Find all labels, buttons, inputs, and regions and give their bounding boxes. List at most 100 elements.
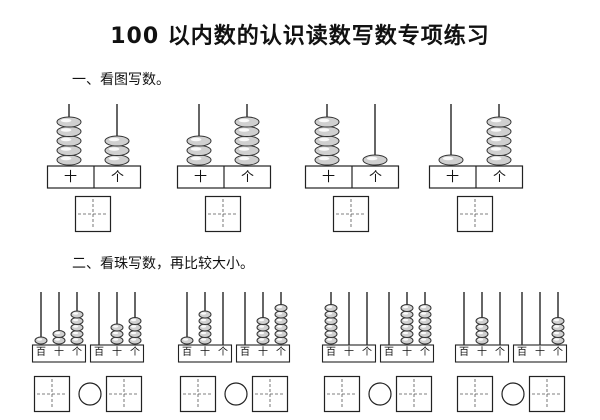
- bead-highlight: [326, 331, 333, 335]
- bead-highlight: [238, 147, 250, 151]
- bead-highlight: [420, 305, 427, 309]
- answer-box[interactable]: [395, 375, 433, 413]
- bead-highlight: [190, 137, 202, 142]
- bead-highlight: [402, 338, 409, 341]
- bead-highlight: [276, 331, 283, 335]
- compare-circle-outline: [78, 382, 102, 406]
- bead-highlight: [108, 156, 120, 161]
- bead-highlight: [108, 147, 120, 151]
- answer-box[interactable]: [456, 195, 494, 233]
- compare-exercise: 百十个百十个: [177, 290, 318, 418]
- bead-highlight: [326, 305, 333, 309]
- section-2-heading: 二、看珠写数，再比较大小。: [72, 256, 254, 272]
- bead-highlight: [130, 325, 137, 328]
- bead-highlight: [420, 331, 427, 335]
- bead-highlight: [366, 156, 378, 161]
- bead-highlight: [60, 147, 72, 151]
- place-value-label: 百: [517, 347, 527, 358]
- bead-highlight: [326, 318, 333, 322]
- bead-highlight: [477, 331, 484, 335]
- place-value-label: 个: [218, 347, 228, 358]
- answer-box[interactable]: [528, 375, 566, 413]
- bead-highlight: [326, 338, 333, 341]
- place-value-label: 个: [420, 347, 430, 358]
- bead-highlight: [200, 325, 207, 328]
- answer-box[interactable]: [323, 375, 361, 413]
- bead-highlight: [130, 318, 137, 322]
- bead-highlight: [420, 318, 427, 322]
- answer-box[interactable]: [251, 375, 289, 413]
- bead-highlight: [318, 118, 330, 123]
- bead-highlight: [276, 305, 283, 309]
- compare-exercise: 百十个百十个: [321, 290, 462, 418]
- page-title: 100 以内数的认识读数写数专项练习: [110, 24, 490, 49]
- bead-highlight: [490, 137, 502, 142]
- bead-highlight: [420, 312, 427, 315]
- bead-highlight: [72, 318, 79, 322]
- answer-box[interactable]: [105, 375, 143, 413]
- place-value-label: 十: [402, 347, 412, 358]
- bead-highlight: [130, 331, 137, 335]
- bead-highlight: [72, 325, 79, 328]
- answer-box[interactable]: [332, 195, 370, 233]
- place-value-label: 个: [553, 347, 563, 358]
- answer-box[interactable]: [204, 195, 242, 233]
- bead-highlight: [54, 331, 61, 335]
- place-value-label: 个: [492, 170, 506, 185]
- bead-highlight: [477, 325, 484, 328]
- bead-highlight: [276, 338, 283, 341]
- bead-highlight: [72, 331, 79, 335]
- compare-circle[interactable]: [224, 382, 248, 406]
- compare-circle-outline: [368, 382, 392, 406]
- place-value-label: 个: [130, 347, 140, 358]
- bead-highlight: [258, 325, 265, 328]
- bead-highlight: [258, 338, 265, 341]
- bead-highlight: [402, 331, 409, 335]
- bead-highlight: [60, 128, 72, 132]
- abacus-exercise: 十个: [176, 100, 272, 235]
- bead-highlight: [490, 147, 502, 151]
- bead-highlight: [553, 331, 560, 335]
- bead-highlight: [402, 305, 409, 309]
- bead-highlight: [276, 325, 283, 328]
- bead-highlight: [190, 147, 202, 151]
- bead-highlight: [326, 325, 333, 328]
- abacus-exercise: 十个: [304, 100, 400, 235]
- compare-circle[interactable]: [501, 382, 525, 406]
- place-value-label: 十: [54, 347, 64, 358]
- bead-highlight: [200, 312, 207, 315]
- answer-box[interactable]: [179, 375, 217, 413]
- answer-box[interactable]: [456, 375, 494, 413]
- bead-highlight: [200, 338, 207, 341]
- bead-highlight: [190, 156, 202, 161]
- place-value-label: 十: [258, 347, 268, 358]
- bead-highlight: [276, 318, 283, 322]
- place-value-label: 十: [344, 347, 354, 358]
- compare-circle[interactable]: [78, 382, 102, 406]
- compare-circle-outline: [224, 382, 248, 406]
- bead-highlight: [318, 137, 330, 142]
- bead-highlight: [402, 325, 409, 328]
- bead-highlight: [112, 325, 119, 328]
- compare-circle[interactable]: [368, 382, 392, 406]
- bead-highlight: [276, 312, 283, 315]
- bead-highlight: [72, 312, 79, 315]
- bead-highlight: [318, 147, 330, 151]
- answer-box[interactable]: [74, 195, 112, 233]
- place-value-label: 个: [72, 347, 82, 358]
- place-value-label: 百: [459, 347, 469, 358]
- answer-box[interactable]: [33, 375, 71, 413]
- place-value-label: 个: [368, 170, 382, 185]
- place-value-label: 十: [445, 170, 459, 185]
- bead-highlight: [54, 338, 61, 341]
- place-value-label: 个: [495, 347, 505, 358]
- bead-highlight: [238, 137, 250, 142]
- bead-highlight: [490, 156, 502, 161]
- bead-highlight: [420, 325, 427, 328]
- place-value-label: 十: [112, 347, 122, 358]
- abacus-exercise: 十个: [46, 100, 142, 235]
- bead-highlight: [108, 137, 120, 142]
- place-value-label: 百: [94, 347, 104, 358]
- bead-highlight: [238, 118, 250, 123]
- bead-highlight: [442, 156, 454, 161]
